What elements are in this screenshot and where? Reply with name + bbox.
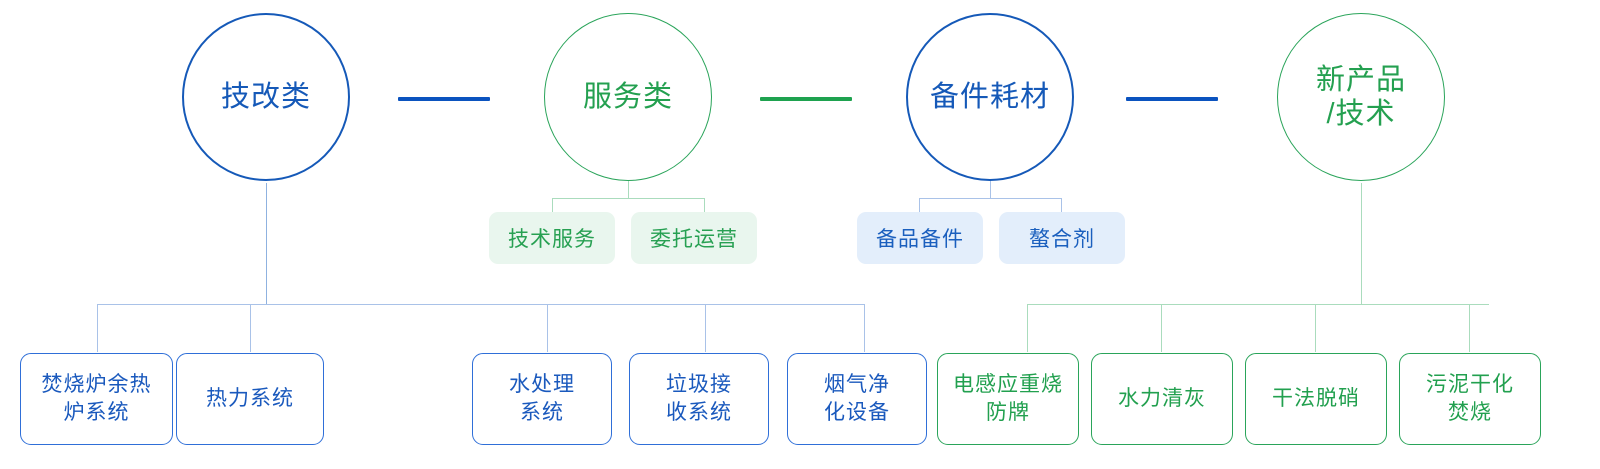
- leaf-label: 干法脱硝: [1272, 386, 1360, 410]
- bus-drop-blue-2: [250, 304, 251, 352]
- category-circle-spare-parts[interactable]: 备件耗材: [906, 13, 1074, 181]
- bracket-bar-spare-parts: [919, 198, 1061, 199]
- bus-drop-green-4: [1469, 304, 1470, 352]
- bus-drop-blue-3: [547, 304, 548, 352]
- pill-chelating-agent[interactable]: 螯合剂: [999, 212, 1125, 264]
- category-circle-tech-retrofit[interactable]: 技改类: [182, 13, 350, 181]
- pill-technical-service[interactable]: 技术服务: [489, 212, 615, 264]
- leaf-label: 热力系统: [206, 386, 294, 410]
- leaf-label: 焚烧炉余热 炉系统: [41, 372, 152, 424]
- bus-drop-green-1: [1027, 304, 1028, 352]
- bracket-drop-service-2: [704, 198, 705, 212]
- leaf-waste-receiving-system[interactable]: 垃圾接 收系统: [629, 353, 769, 445]
- category-circle-new-product[interactable]: 新产品 /技术: [1277, 13, 1445, 181]
- leaf-label: 垃圾接 收系统: [666, 372, 732, 424]
- trunk-tech-retrofit: [266, 183, 267, 304]
- leaf-thermal-system[interactable]: 热力系统: [176, 353, 324, 445]
- connector-circle1-circle2: [398, 97, 490, 101]
- connector-circle2-circle3: [760, 97, 852, 101]
- bracket-bar-service: [552, 198, 704, 199]
- bus-drop-green-2: [1161, 304, 1162, 352]
- bracket-drop-service-1: [552, 198, 553, 212]
- leaf-label: 污泥干化 焚烧: [1426, 372, 1514, 424]
- bus-drop-blue-4: [705, 304, 706, 352]
- bracket-stem-service: [628, 181, 629, 199]
- connector-circle3-circle4: [1126, 97, 1218, 101]
- bracket-drop-spare-parts-2: [1061, 198, 1062, 212]
- bus-green: [1027, 304, 1489, 305]
- leaf-water-treatment-system[interactable]: 水处理 系统: [472, 353, 612, 445]
- leaf-label: 水力清灰: [1118, 386, 1206, 410]
- bracket-stem-spare-parts: [990, 181, 991, 199]
- bracket-drop-spare-parts-1: [919, 198, 920, 212]
- leaf-label: 水处理 系统: [509, 372, 575, 424]
- bus-drop-green-3: [1315, 304, 1316, 352]
- leaf-flue-gas-purification-equipment[interactable]: 烟气净 化设备: [787, 353, 927, 445]
- leaf-label: 烟气净 化设备: [824, 372, 890, 424]
- bus-blue: [97, 304, 865, 305]
- trunk-new-product: [1361, 183, 1362, 304]
- category-circle-service-label: 服务类: [582, 80, 673, 113]
- leaf-incinerator-waste-heat-boiler[interactable]: 焚烧炉余热 炉系统: [20, 353, 173, 445]
- leaf-dry-denitrification[interactable]: 干法脱硝: [1245, 353, 1387, 445]
- pill-entrusted-operation[interactable]: 委托运营: [631, 212, 757, 264]
- category-circle-new-product-label: 新产品 /技术: [1315, 63, 1406, 130]
- bus-drop-blue-5: [864, 304, 865, 352]
- leaf-label: 电感应重烧 防牌: [953, 372, 1063, 424]
- category-circle-service[interactable]: 服务类: [544, 13, 712, 181]
- pill-spare-parts[interactable]: 备品备件: [857, 212, 983, 264]
- bus-drop-blue-1: [97, 304, 98, 352]
- category-circle-spare-parts-label: 备件耗材: [929, 80, 1050, 113]
- leaf-hydraulic-ash-cleaning[interactable]: 水力清灰: [1091, 353, 1233, 445]
- category-circle-tech-retrofit-label: 技改类: [220, 80, 311, 113]
- leaf-induction-reburn-protection[interactable]: 电感应重烧 防牌: [937, 353, 1079, 445]
- leaf-sludge-drying-incineration[interactable]: 污泥干化 焚烧: [1399, 353, 1541, 445]
